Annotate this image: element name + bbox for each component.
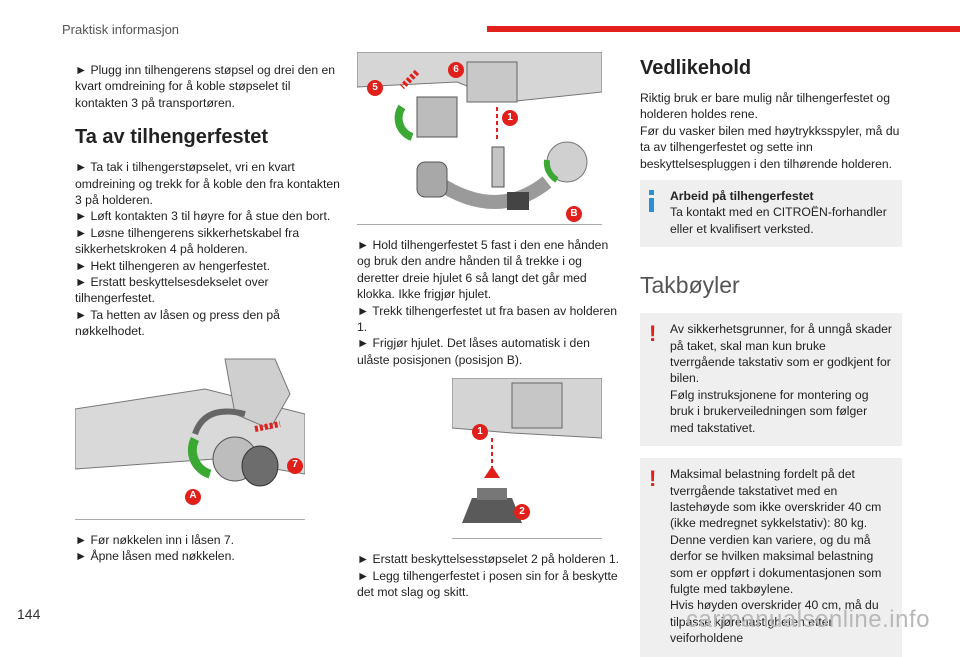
- warning-2-text-3: Hvis høyden overskrider 40 cm, må du til…: [670, 598, 879, 646]
- section-heading-maintenance: Vedlikehold: [640, 57, 752, 79]
- page-number: 144: [17, 606, 41, 622]
- callout-1: 1: [502, 110, 518, 126]
- section-heading-remove-towbar: Ta av tilhengerfestet: [75, 126, 269, 149]
- info-text: Ta kontakt med en CITROËN-forhandler ell…: [670, 205, 887, 236]
- warning-1-text-2: Følg instruksjonene for montering og bru…: [670, 387, 869, 435]
- warning-icon: !: [649, 321, 657, 347]
- step-insert-key: ► Før nøkkelen inn i låsen 7.: [75, 532, 235, 547]
- callout-1b: 1: [472, 424, 488, 441]
- column-right: Vedlikehold Riktig bruk er bare mulig nå…: [640, 52, 902, 657]
- warning-2-text-2: Denne verdien kan variere, og du må derf…: [670, 532, 882, 596]
- warning-box-roof-bars: ! Av sikkerhetsgrunner, for å unngå skad…: [640, 313, 902, 447]
- watermark: carmanualsonline.info: [686, 606, 930, 633]
- step-hold-towbar: ► Hold tilhengerfestet 5 fast i den ene …: [357, 238, 609, 302]
- illustration-towbar-release: 6 5 1 B: [356, 51, 603, 225]
- info-icon: [649, 190, 654, 213]
- callout-6: 6: [448, 62, 464, 78]
- column-middle: 6 5 1 B ► Hold tilhengerfestet 5 fast i …: [356, 51, 622, 600]
- maintenance-para-1: Riktig bruk er bare mulig når tilhengerf…: [640, 91, 890, 122]
- step-3: ► Løsne tilhengerens sikkerhetskabel fra…: [75, 225, 300, 257]
- step-6: ► Ta hetten av låsen og press den på nøk…: [75, 307, 280, 339]
- towbar-release-drawing: [356, 51, 603, 210]
- callout-B: B: [566, 206, 582, 222]
- step-5: ► Erstatt beskyttelsesdekselet over tilh…: [75, 275, 269, 306]
- step-open-lock: ► Åpne låsen med nøkkelen.: [75, 549, 235, 564]
- info-title: Arbeid på tilhengerfestet: [670, 189, 814, 204]
- step-1: ► Ta tak i tilhengerstøpselet, vri en kv…: [75, 160, 340, 208]
- step-pull-towbar: ► Trekk tilhengerfestet ut fra basen av …: [357, 303, 618, 335]
- callout-2: 2: [514, 504, 530, 521]
- step-4: ► Hekt tilhengeren av hengerfestet.: [75, 258, 270, 273]
- step-release-wheel: ► Frigjør hjulet. Det låses automatisk i…: [357, 336, 590, 367]
- step-2: ► Løft kontakten 3 til høyre for å stue …: [75, 209, 331, 224]
- illustration-lock-key: 7 A: [74, 354, 306, 520]
- warning-icon: !: [649, 466, 657, 492]
- step-store-towbar: ► Legg tilhengerfestet i posen sin for å…: [357, 568, 618, 600]
- warning-2-text-1: Maksimal belastning fordelt på det tverr…: [670, 467, 882, 531]
- maintenance-para-2: Før du vasker bilen med høytrykksspyler,…: [640, 123, 900, 171]
- warning-1-text-1: Av sikkerhetsgrunner, for å unngå skader…: [670, 322, 892, 386]
- header-accent-bar: [487, 26, 960, 32]
- callout-7: 7: [287, 457, 303, 474]
- warning-box-max-load: ! Maksimal belastning fordelt på det tve…: [640, 458, 902, 657]
- callout-A: A: [185, 488, 201, 505]
- step-replace-plug: ► Erstatt beskyttelsesstøpselet 2 på hol…: [357, 552, 620, 567]
- illustration-protective-plug: 1 2: [451, 377, 603, 540]
- callout-5: 5: [367, 80, 383, 96]
- protective-plug-drawing: [451, 377, 603, 524]
- intro-step: ► Plugg inn tilhengerens støpsel og drei…: [75, 63, 336, 110]
- header-section-title: Praktisk informasjon: [62, 22, 180, 37]
- column-left: ► Plugg inn tilhengerens støpsel og drei…: [74, 62, 343, 565]
- section-heading-roof-bars: Takbøyler: [640, 272, 740, 299]
- lock-key-drawing: [74, 358, 306, 487]
- info-box-towbar-work: Arbeid på tilhengerfestet Ta kontakt med…: [640, 180, 902, 248]
